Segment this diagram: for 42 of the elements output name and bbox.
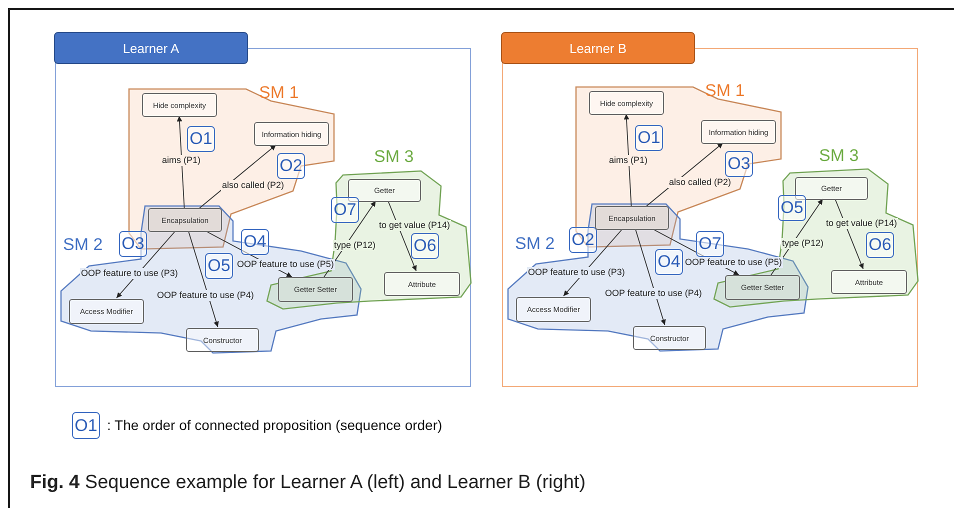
panel-tab: Learner A [54, 32, 248, 64]
edge-label: OOP feature to use (P5) [236, 259, 335, 270]
order-badge: O3 [119, 231, 147, 257]
region-label: SM 1 [705, 81, 745, 101]
order-badge: O4 [241, 229, 269, 255]
edge-label: to get value (P14) [825, 218, 898, 229]
order-badge: O4 [655, 249, 683, 275]
order-badge: O1 [72, 412, 100, 439]
order-badge: O7 [331, 197, 359, 223]
figure-caption: Fig. 4 Sequence example for Learner A (left) and Learner B (right) [30, 472, 586, 494]
region-label: SM 2 [63, 235, 103, 255]
edge-label: aims (P1) [161, 155, 202, 166]
edge-label: OOP feature to use (P5) [684, 257, 783, 268]
region-label: SM 3 [374, 147, 414, 167]
edge-label: also called (P2) [221, 180, 286, 191]
order-badge: O5 [205, 253, 233, 279]
edge-label: also called (P2) [668, 177, 732, 188]
order-badge: O1 [635, 125, 663, 151]
edge-label: type (P12) [333, 240, 377, 251]
order-badge: O6 [411, 233, 439, 259]
edge-label: type (P12) [781, 238, 825, 249]
legend-text: : The order of connected proposition (sequence order) [107, 417, 442, 433]
order-badge: O3 [725, 151, 753, 177]
edge-label: aims (P1) [608, 155, 649, 166]
edge-label: OOP feature to use (P3) [527, 267, 626, 278]
arrow [635, 230, 666, 326]
region-label: SM 2 [515, 234, 555, 254]
order-badge: O1 [187, 126, 215, 152]
edge-label: OOP feature to use (P4) [156, 290, 255, 301]
order-badge: O6 [866, 232, 894, 258]
order-badge: O5 [778, 195, 806, 221]
order-badge: O2 [277, 153, 305, 179]
order-badge: O7 [696, 231, 724, 257]
arrow [188, 232, 219, 328]
region-label: SM 3 [819, 146, 859, 166]
panel-tab: Learner B [501, 32, 695, 64]
order-badge: O2 [569, 227, 597, 253]
edge-label: OOP feature to use (P4) [604, 288, 703, 299]
region-label: SM 1 [259, 83, 299, 103]
edge-label: to get value (P14) [378, 220, 452, 231]
edge-label: OOP feature to use (P3) [80, 268, 179, 279]
arrow [624, 114, 632, 206]
